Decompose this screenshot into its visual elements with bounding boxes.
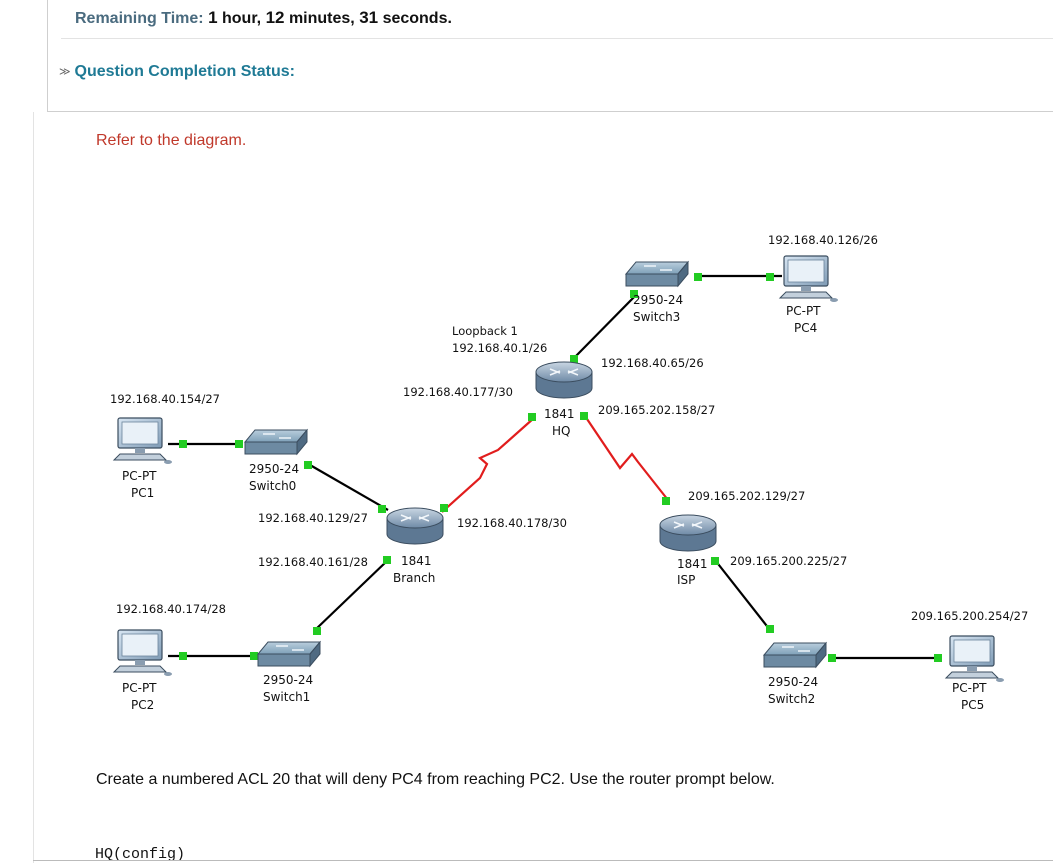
- remaining-time-label: Remaining Time:: [75, 10, 204, 27]
- link-light: [630, 290, 638, 298]
- switch0-model-label: 2950-24: [249, 462, 299, 476]
- router-prompt: HQ(config): [95, 846, 186, 863]
- pc4-name-label: PC4: [794, 321, 817, 335]
- link-light: [662, 497, 670, 505]
- switch-switch0[interactable]: [243, 428, 309, 456]
- remaining-seconds: 31: [359, 8, 379, 27]
- link-hq-switch3: [573, 294, 637, 359]
- link-light: [934, 654, 942, 662]
- link-light: [711, 557, 719, 565]
- question-intro: Refer to the diagram.: [96, 132, 247, 149]
- pc5-name-label: PC5: [961, 698, 984, 712]
- pc-pc4[interactable]: [778, 255, 838, 302]
- isp-serial-ip-label: 209.165.202.129/27: [688, 489, 805, 503]
- link-light: [179, 440, 187, 448]
- link-isp-switch2: [714, 559, 771, 631]
- link-light: [766, 625, 774, 633]
- isp-lan-ip-label: 209.165.200.225/27: [730, 554, 847, 568]
- link-light: [694, 273, 702, 281]
- timer-divider: [61, 38, 1053, 39]
- header-left-border: [47, 0, 48, 112]
- branch-model-label: 1841: [401, 554, 432, 568]
- pc-pc5[interactable]: [944, 635, 1004, 682]
- header-bottom-border: [47, 111, 1053, 112]
- isp-name-label: ISP: [677, 573, 695, 587]
- link-light: [235, 440, 243, 448]
- remaining-minutes: 12: [265, 8, 285, 27]
- hq-lan-ip-label: 192.168.40.65/26: [601, 356, 704, 370]
- isp-model-label: 1841: [677, 557, 708, 571]
- hq-serial-branch-ip-label: 192.168.40.177/30: [403, 385, 513, 399]
- seconds-unit: seconds.: [382, 10, 452, 27]
- hq-loopback-ip-label: 192.168.40.1/26: [452, 341, 547, 355]
- switch-switch3[interactable]: [624, 260, 690, 288]
- content-left-border: [33, 112, 34, 863]
- link-light: [528, 413, 536, 421]
- hq-loopback-name-label: Loopback 1: [452, 324, 518, 338]
- pc2-type-label: PC-PT: [122, 681, 157, 695]
- link-light: [378, 505, 386, 513]
- hq-name-label: HQ: [552, 424, 570, 438]
- branch-serial-ip-label: 192.168.40.178/30: [457, 516, 567, 530]
- answer-box-border: [33, 860, 1053, 861]
- switch1-name-label: Switch1: [263, 690, 310, 704]
- remaining-time: Remaining Time: 1 hour, 12 minutes, 31 s…: [75, 8, 452, 28]
- link-light: [570, 355, 578, 363]
- question-text: Create a numbered ACL 20 that will deny …: [96, 771, 775, 788]
- hq-model-label: 1841: [544, 407, 575, 421]
- completion-status-toggle[interactable]: ≫Question Completion Status:: [59, 63, 295, 81]
- switch3-name-label: Switch3: [633, 310, 680, 324]
- router-isp[interactable]: [659, 514, 717, 552]
- link-light: [828, 654, 836, 662]
- pc4-ip-label: 192.168.40.126/26: [768, 233, 878, 247]
- link-light: [179, 652, 187, 660]
- pc1-name-label: PC1: [131, 486, 154, 500]
- link-light: [766, 273, 774, 281]
- minutes-unit: minutes,: [288, 10, 355, 27]
- router-hq[interactable]: [535, 361, 593, 399]
- branch-lan1-ip-label: 192.168.40.161/28: [258, 555, 368, 569]
- branch-lan0-ip-label: 192.168.40.129/27: [258, 511, 368, 525]
- pc2-ip-label: 192.168.40.174/28: [116, 602, 226, 616]
- switch3-model-label: 2950-24: [633, 293, 683, 307]
- pc2-name-label: PC2: [131, 698, 154, 712]
- pc5-ip-label: 209.165.200.254/27: [911, 609, 1028, 623]
- switch2-model-label: 2950-24: [768, 675, 818, 689]
- router-branch[interactable]: [386, 507, 444, 545]
- link-switch1-branch: [314, 559, 389, 631]
- branch-name-label: Branch: [393, 571, 435, 585]
- switch-switch2[interactable]: [762, 641, 828, 669]
- chevron-down-icon: ≫: [59, 66, 71, 78]
- link-light: [304, 461, 312, 469]
- pc-pc2[interactable]: [112, 629, 172, 676]
- link-switch0-branch: [309, 464, 389, 511]
- hq-serial-isp-ip-label: 209.165.202.158/27: [598, 403, 715, 417]
- switch2-name-label: Switch2: [768, 692, 815, 706]
- switch-switch1[interactable]: [256, 640, 322, 668]
- link-light: [440, 504, 448, 512]
- pc1-type-label: PC-PT: [122, 469, 157, 483]
- link-light: [250, 652, 258, 660]
- link-light: [383, 556, 391, 564]
- exam-header: Remaining Time: 1 hour, 12 minutes, 31 s…: [0, 0, 1053, 112]
- link-light: [313, 627, 321, 635]
- link-lights: [179, 273, 942, 662]
- pc5-type-label: PC-PT: [952, 681, 987, 695]
- pc-pc1[interactable]: [112, 417, 172, 464]
- hours-unit: hour,: [222, 10, 262, 27]
- link-hq-isp: [584, 415, 669, 501]
- link-light: [580, 412, 588, 420]
- link-branch-hq: [441, 417, 535, 513]
- switch1-model-label: 2950-24: [263, 673, 313, 687]
- switch0-name-label: Switch0: [249, 479, 296, 493]
- remaining-hours: 1: [208, 8, 218, 27]
- completion-status-label: Question Completion Status:: [74, 63, 295, 80]
- pc4-type-label: PC-PT: [786, 304, 821, 318]
- pc1-ip-label: 192.168.40.154/27: [110, 392, 220, 406]
